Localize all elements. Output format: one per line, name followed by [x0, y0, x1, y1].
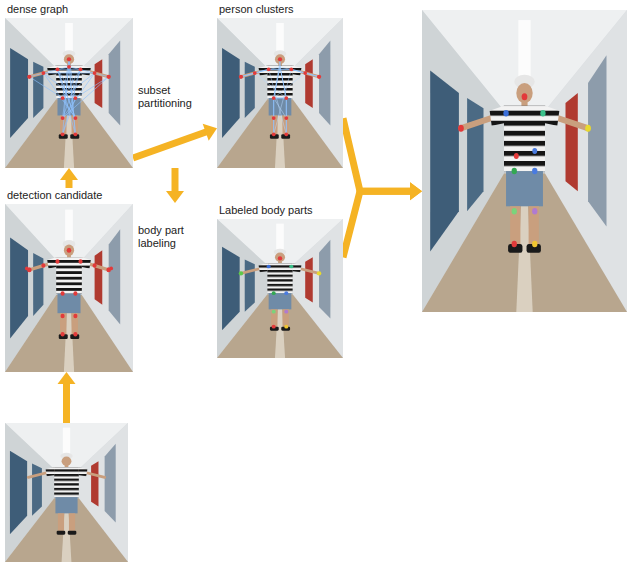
image-panel	[5, 423, 128, 562]
panel-caption: person clusters	[217, 2, 343, 16]
arrow-shaft	[133, 132, 207, 158]
panel-caption: dense graph	[5, 2, 133, 16]
arrow-shaft	[343, 191, 411, 257]
edge-label: subset partitioning	[138, 84, 214, 110]
arrow-head	[410, 182, 422, 200]
photo-result	[422, 10, 627, 312]
edge-label: body part labeling	[138, 224, 210, 250]
arrow-head	[203, 124, 217, 141]
arrow-shaft	[343, 118, 411, 191]
image-panel: detection candidate	[5, 188, 133, 372]
arrow-shaft	[63, 383, 70, 423]
arrow-head	[166, 191, 184, 203]
photo-input	[5, 423, 128, 562]
image-panel: Labeled body parts	[217, 203, 343, 358]
arrow-head	[410, 182, 422, 200]
photo-labeled-body-parts	[217, 219, 343, 358]
panel-caption: Labeled body parts	[217, 203, 343, 217]
flow-arrow	[133, 124, 217, 158]
arrow-head	[60, 168, 78, 180]
image-panel: dense graph	[5, 2, 133, 168]
image-panel	[422, 10, 627, 312]
arrow-head	[58, 372, 76, 384]
photo-dense-graph	[5, 18, 133, 168]
photo-detection-candidate	[5, 204, 133, 372]
image-panel: person clusters	[217, 2, 343, 168]
flow-arrow	[166, 168, 184, 203]
flow-arrow	[58, 372, 76, 423]
panel-caption: detection candidate	[5, 188, 133, 202]
flow-arrow	[343, 182, 422, 257]
arrow-shaft	[66, 179, 73, 188]
flow-arrow	[60, 168, 78, 188]
photo-person-clusters	[217, 18, 343, 168]
arrow-shaft	[172, 168, 179, 192]
